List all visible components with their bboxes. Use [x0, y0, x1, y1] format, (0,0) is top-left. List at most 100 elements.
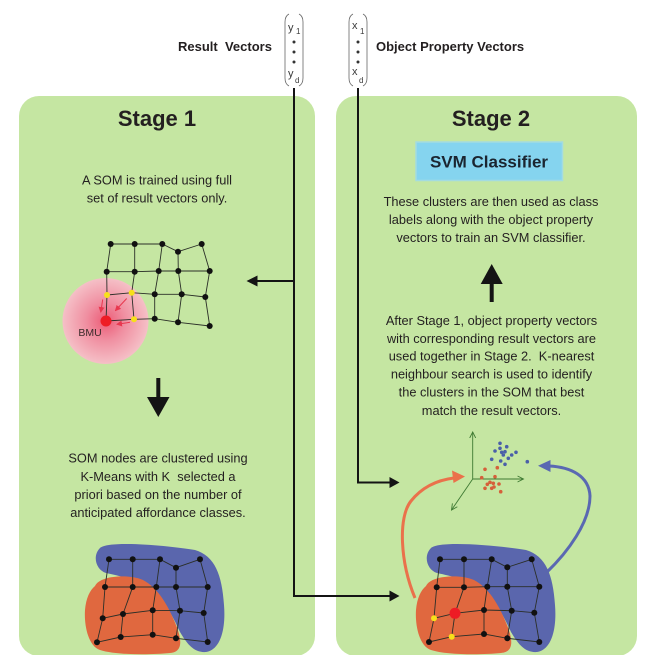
stage-1-clusters [84, 544, 225, 655]
neighbour-update-arrow [114, 298, 128, 312]
som-node [504, 564, 511, 571]
stage-1-cluster-text-line: priori based on the number of [74, 487, 242, 502]
som-node [202, 294, 209, 300]
neighbour-node [431, 615, 437, 622]
stage-2-knn-text-line: match the result vectors. [422, 403, 561, 418]
scatter-point-blue [509, 453, 514, 457]
result-vector-flow-line [293, 88, 392, 597]
stage-2-classifier-text-line: These clusters are then used as class [384, 194, 599, 209]
neighbour-node [131, 316, 137, 323]
som-grid-icon [100, 241, 213, 329]
som-node [120, 611, 126, 617]
object-property-vector: x 1 x d [348, 13, 368, 87]
result-vector-first: y [288, 22, 294, 34]
som-node [508, 607, 515, 614]
scatter-point-blue [498, 459, 503, 463]
ellipsis-dot [356, 60, 360, 64]
som-node [173, 635, 179, 642]
som-node [151, 291, 158, 298]
scatter-point-blue [503, 449, 507, 454]
stage-1-som-text-line: A SOM is trained using full [82, 173, 232, 188]
scatter-point-red [492, 485, 496, 489]
axis-y [452, 478, 474, 510]
neighbour-update-arrow [116, 320, 131, 327]
som-node [117, 634, 124, 640]
object-vector-last: x [352, 66, 358, 78]
scatter-point-red [483, 486, 487, 491]
som-node [107, 241, 114, 247]
scatter-point-red [493, 474, 497, 479]
right-bracket [362, 13, 368, 87]
scatter-point-blue [525, 459, 530, 464]
stage-1-som-text-line: set of result vectors only. [87, 191, 228, 206]
neighbour-node [448, 633, 455, 640]
blue-cluster-flow-arrow [544, 464, 592, 575]
stage-1-cluster-text-line: anticipated affordance classes. [70, 505, 245, 520]
som-node [488, 556, 495, 563]
som-node [504, 583, 511, 590]
stage-1-panel [19, 96, 315, 655]
result-vectors-label: Result Vectors [178, 39, 272, 54]
scatter-point-red [483, 467, 487, 472]
scatter-3d-icon [452, 432, 530, 510]
som-node [175, 268, 182, 274]
som-node [204, 584, 211, 590]
arrow-icon [389, 590, 400, 602]
scatter-point-blue [499, 450, 504, 455]
som-node [200, 610, 207, 616]
som-node [175, 319, 181, 326]
som-node [173, 584, 179, 590]
scatter-point-red [497, 482, 501, 486]
scatter-point-red [491, 481, 496, 486]
stage-2-knn-text-line: used together in Stage 2. K-nearest [389, 349, 595, 364]
neighbour-update-arrows [98, 298, 131, 327]
som-grid-icon [426, 556, 543, 645]
stage-2-knn-text-line: neighbour search is used to identify [391, 367, 593, 382]
som-grid-icon [94, 556, 211, 646]
scatter-point-blue [503, 462, 507, 467]
ellipsis-dot [356, 50, 360, 54]
scatter-point-blue [498, 441, 502, 446]
som-node [99, 615, 106, 622]
arrow-icon [452, 470, 465, 483]
ellipsis-dot [356, 40, 360, 44]
stage-2-title: Stage 2 [452, 106, 530, 131]
som-node [461, 556, 467, 563]
som-grid-edges [428, 558, 540, 643]
som-node [206, 268, 213, 274]
som-node [461, 584, 467, 591]
scatter-point-blue [504, 444, 509, 449]
som-node [129, 584, 136, 590]
stage-2-classifier-text-line: labels along with the object property [389, 212, 594, 227]
som-node [178, 291, 185, 298]
som-node [153, 584, 160, 590]
object-vector-first-sub: 1 [360, 27, 365, 36]
scatter-point-blue [501, 453, 506, 457]
svm-classifier-label: SVM Classifier [430, 153, 548, 172]
som-node [94, 639, 100, 646]
som-node [106, 556, 112, 563]
arrow-up-icon [480, 264, 503, 302]
result-vector-last: y [288, 68, 294, 80]
red-cluster [84, 576, 181, 655]
som-node [131, 268, 138, 275]
scatter-point-red [479, 475, 484, 480]
arrow-left-icon [246, 275, 258, 287]
stage-2-knn-text-line: After Stage 1, object property vectors [386, 313, 597, 328]
som-node [481, 607, 487, 613]
som-node [149, 607, 156, 614]
som-node [206, 323, 213, 329]
result-vector: y 1 y d [284, 13, 304, 87]
ellipsis-dot [292, 50, 296, 54]
scatter-point-red [485, 482, 490, 487]
som-node [433, 584, 440, 591]
arrow-icon [389, 477, 400, 488]
som-node [484, 583, 491, 590]
som-node [536, 639, 543, 645]
bmu-label: BMU [78, 327, 101, 339]
object-property-vectors-label: Object Property Vectors [376, 39, 524, 54]
red-cluster-flow-arrow [400, 476, 455, 599]
som-node [528, 556, 535, 563]
scatter-point-red [498, 489, 503, 494]
